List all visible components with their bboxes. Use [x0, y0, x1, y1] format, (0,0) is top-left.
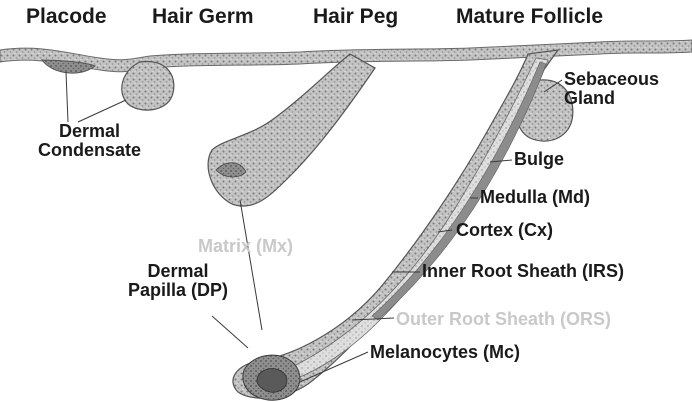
hair-germ-shape: [122, 62, 174, 111]
label-cortex: Cortex (Cx): [456, 221, 553, 240]
label-dermal-condensate: Dermal Condensate: [38, 122, 141, 160]
stage-label-placode: Placode: [26, 6, 107, 28]
label-dermal-papilla: Dermal Papilla (DP): [128, 262, 228, 300]
label-sebaceous-gland: Sebaceous Gland: [564, 70, 659, 108]
label-melanocytes: Melanocytes (Mc): [370, 343, 520, 362]
stage-label-hair-germ: Hair Germ: [152, 6, 254, 28]
hair-peg-shape: [208, 54, 375, 206]
label-inner-root-sheath: Inner Root Sheath (IRS): [422, 262, 624, 281]
label-matrix: Matrix (Mx): [198, 237, 293, 256]
label-outer-root-sheath: Outer Root Sheath (ORS): [396, 310, 611, 329]
label-medulla: Medulla (Md): [480, 188, 590, 207]
stage-label-mature-follicle: Mature Follicle: [456, 6, 603, 28]
stage-label-hair-peg: Hair Peg: [313, 6, 398, 28]
label-bulge: Bulge: [514, 150, 564, 169]
